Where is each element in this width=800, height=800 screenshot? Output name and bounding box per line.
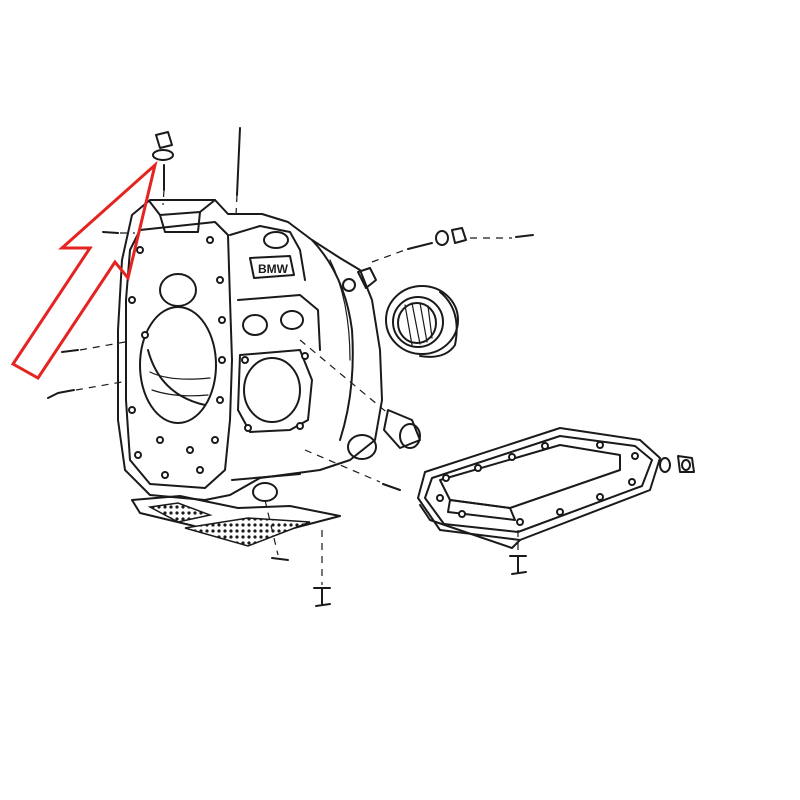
oil-pan-gasket bbox=[417, 427, 661, 549]
lower-center-bolts bbox=[304, 449, 401, 491]
gearbox-housing: BMW bbox=[117, 199, 383, 502]
housing-stud-right bbox=[357, 267, 377, 289]
housing-logo: BMW bbox=[258, 262, 289, 276]
highlight-arrow bbox=[10, 160, 158, 380]
long-stud bbox=[235, 127, 241, 216]
pan-drain-plug bbox=[659, 455, 695, 473]
left-studs bbox=[47, 231, 135, 399]
pan-bottom-bolt bbox=[509, 530, 527, 575]
gasket-bolt-holes bbox=[436, 441, 639, 526]
flange-bolt-holes bbox=[128, 236, 226, 479]
shaft-sleeve bbox=[299, 339, 421, 449]
bottom-cover-plate bbox=[131, 495, 341, 607]
top-right-bolt-set bbox=[371, 227, 534, 263]
breather-cap-part bbox=[152, 131, 174, 206]
oil-seal-ring bbox=[385, 285, 459, 358]
